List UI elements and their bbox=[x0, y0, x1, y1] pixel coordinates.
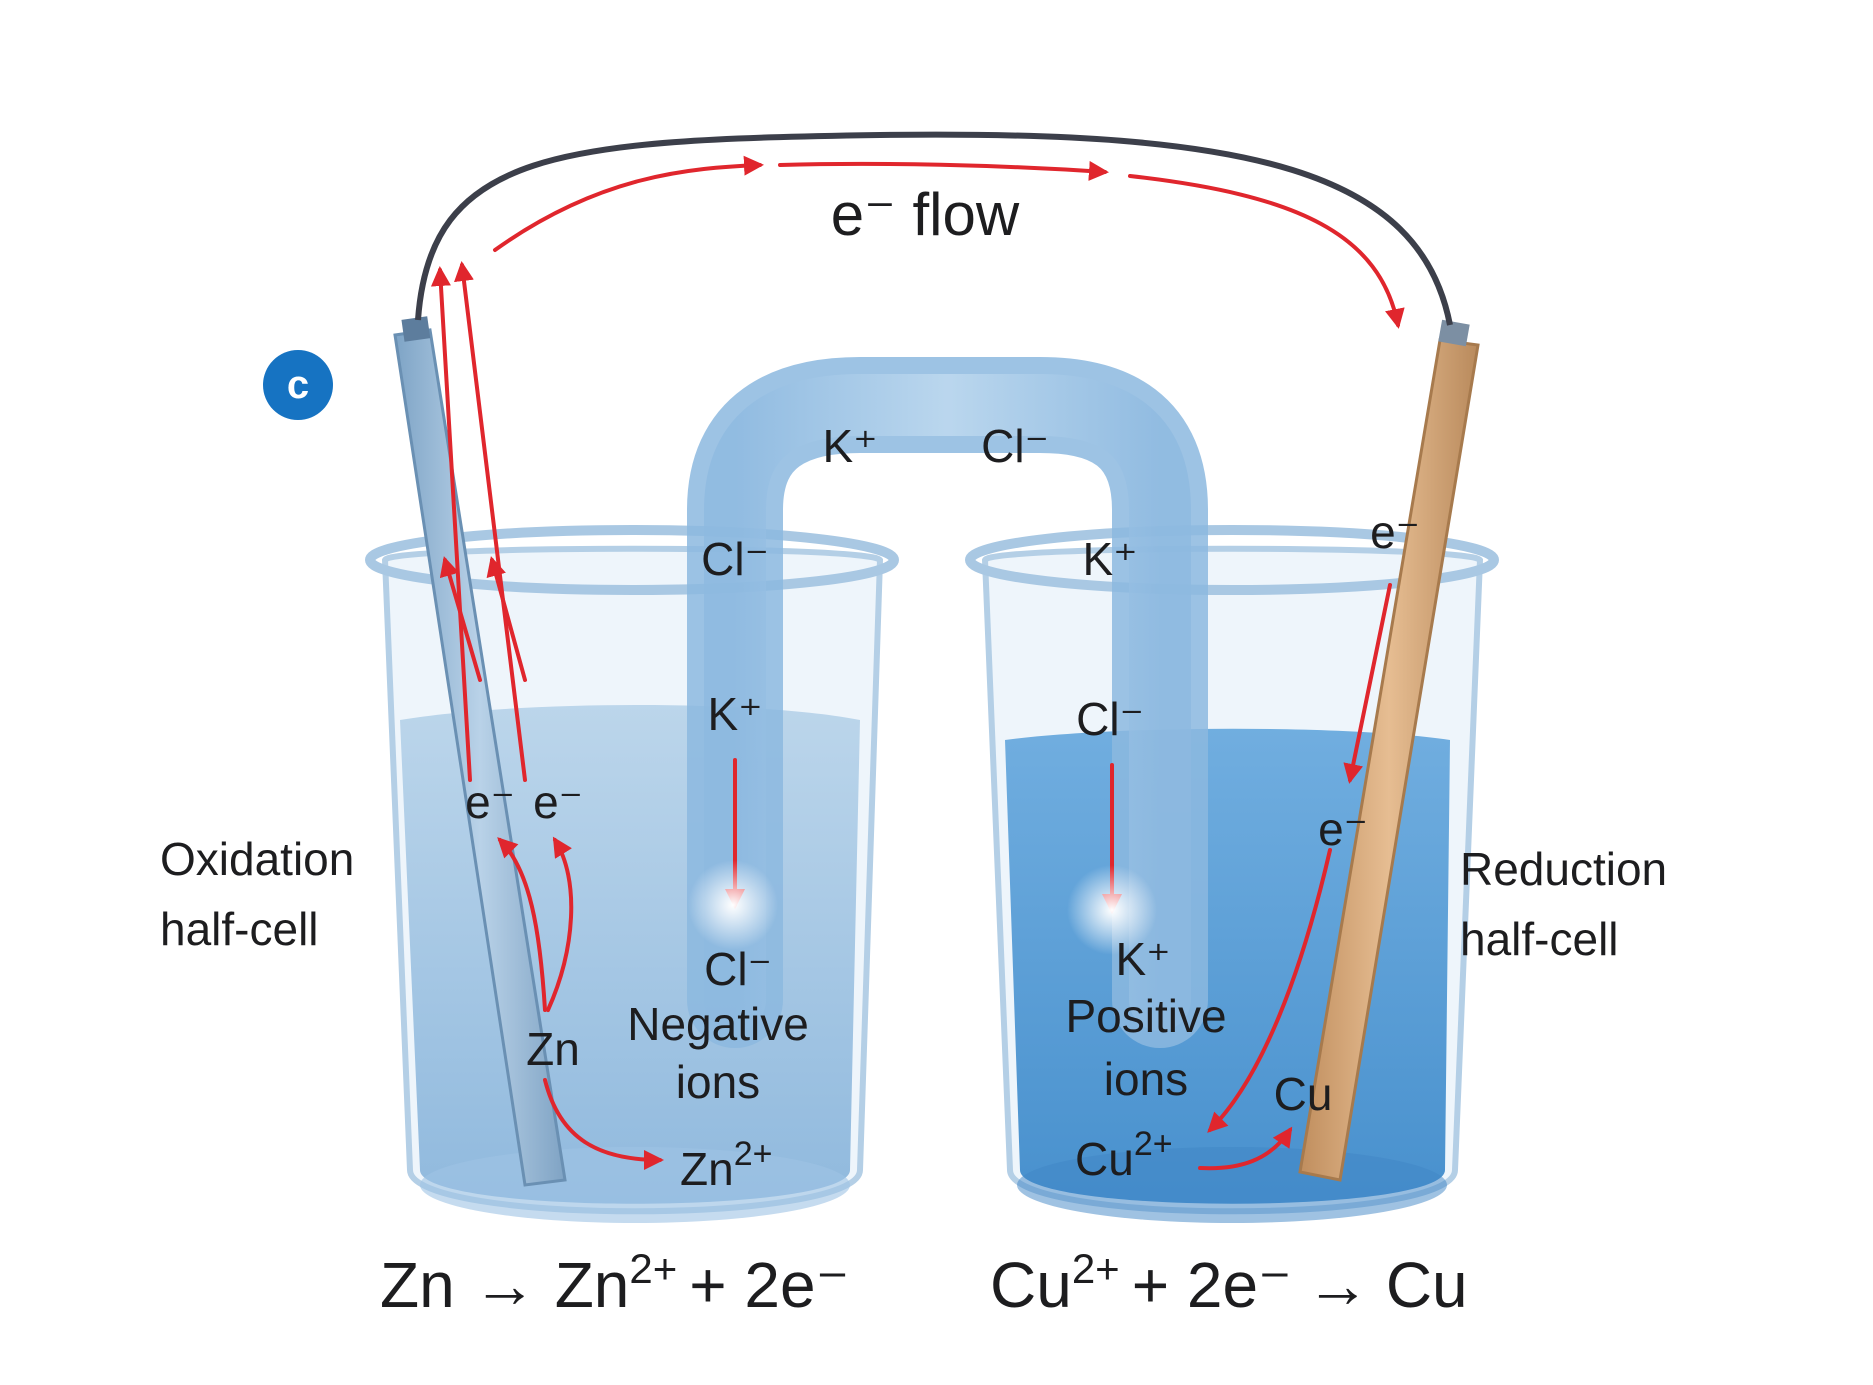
zinc-up-arrow-4 bbox=[486, 556, 527, 682]
panel-badge: c bbox=[263, 350, 333, 420]
zinc-up-arrow-3 bbox=[439, 556, 482, 682]
wire-arrow-right bbox=[1128, 174, 1405, 329]
red-eq-product: Cu bbox=[1386, 1249, 1468, 1321]
bridge-top-right-ion: Cl⁻ bbox=[981, 420, 1049, 472]
bridge-left-top-ion: Cl⁻ bbox=[701, 533, 769, 585]
copper-electrode bbox=[1298, 319, 1480, 1182]
cu2-ion-charge: 2+ bbox=[1134, 1125, 1173, 1163]
ox-eq-product: Zn bbox=[555, 1249, 630, 1321]
cu2-ion-label: Cu2+ bbox=[1075, 1125, 1173, 1185]
reduction-equation: Cu2++ 2e⁻→Cu bbox=[990, 1245, 1468, 1321]
red-eq-charge: 2+ bbox=[1072, 1245, 1120, 1292]
reduction-label-line1: Reduction bbox=[1460, 843, 1667, 895]
reduction-label-line2: half-cell bbox=[1460, 913, 1619, 965]
copper-to-cu2-arrow bbox=[1207, 848, 1332, 1133]
copper-down-arrow bbox=[1343, 583, 1392, 784]
red-eq-middle: + 2e⁻ bbox=[1132, 1249, 1292, 1321]
salt-bridge bbox=[687, 357, 1208, 1048]
right-electron-top: e⁻ bbox=[1370, 506, 1420, 558]
wire-arrow-mid bbox=[778, 160, 1109, 181]
left-delivered-ion: Cl⁻ bbox=[704, 943, 772, 995]
red-eq-arrow: → bbox=[1306, 1249, 1370, 1321]
zn2-ion-label: Zn2+ bbox=[680, 1135, 772, 1195]
oxidation-label-line2: half-cell bbox=[160, 903, 319, 955]
red-eq-reactant: Cu bbox=[990, 1249, 1072, 1321]
bridge-right-top-ion: K⁺ bbox=[1083, 533, 1138, 585]
wire bbox=[415, 131, 1453, 326]
zinc-up-arrow-2 bbox=[454, 261, 527, 782]
cu2-ion-base: Cu bbox=[1075, 1133, 1134, 1185]
bridge-left-mid-ion: K⁺ bbox=[708, 688, 763, 740]
positive-ions-line1: Positive bbox=[1065, 990, 1226, 1042]
wire-arrow-left bbox=[493, 155, 764, 252]
bridge-right-mid-ion: Cl⁻ bbox=[1076, 693, 1144, 745]
electron-flow-arrows bbox=[430, 155, 1405, 1171]
left-electron-2: e⁻ bbox=[533, 776, 583, 828]
right-ion-glow bbox=[1067, 865, 1157, 955]
oxidation-equation: Zn→Zn2++ 2e⁻ bbox=[380, 1245, 849, 1321]
left-ion-glow bbox=[688, 860, 778, 950]
right-delivered-ion: K⁺ bbox=[1116, 933, 1171, 985]
right-electron-mid: e⁻ bbox=[1318, 803, 1368, 855]
left-electron-1: e⁻ bbox=[465, 776, 515, 828]
zinc-up-arrow-1 bbox=[430, 266, 472, 782]
zn2-ion-charge: 2+ bbox=[734, 1135, 773, 1173]
cu2-to-cu-arrow bbox=[1198, 1126, 1293, 1171]
wire-label: e⁻ flow bbox=[831, 181, 1020, 248]
positive-ions-line2: ions bbox=[1104, 1053, 1188, 1105]
negative-ions-line1: Negative bbox=[627, 998, 809, 1050]
bridge-top-left-ion: K⁺ bbox=[823, 420, 878, 472]
panel-badge-letter: c bbox=[287, 363, 309, 407]
ox-eq-charge: 2+ bbox=[629, 1245, 677, 1292]
copper-label: Cu bbox=[1274, 1068, 1333, 1120]
oxidation-label-line1: Oxidation bbox=[160, 833, 354, 885]
ox-eq-arrow: → bbox=[473, 1249, 537, 1321]
ox-eq-rest: + 2e⁻ bbox=[689, 1249, 849, 1321]
zinc-electrode bbox=[393, 316, 567, 1187]
zinc-to-e-arrow-1 bbox=[497, 837, 547, 1012]
negative-ions-line2: ions bbox=[676, 1056, 760, 1108]
zinc-label: Zn bbox=[526, 1023, 580, 1075]
zinc-to-ion-arrow bbox=[543, 1078, 664, 1170]
zinc-to-e-arrow-2 bbox=[546, 836, 574, 1012]
zn2-ion-base: Zn bbox=[680, 1143, 734, 1195]
ox-eq-reactant: Zn bbox=[380, 1249, 455, 1321]
